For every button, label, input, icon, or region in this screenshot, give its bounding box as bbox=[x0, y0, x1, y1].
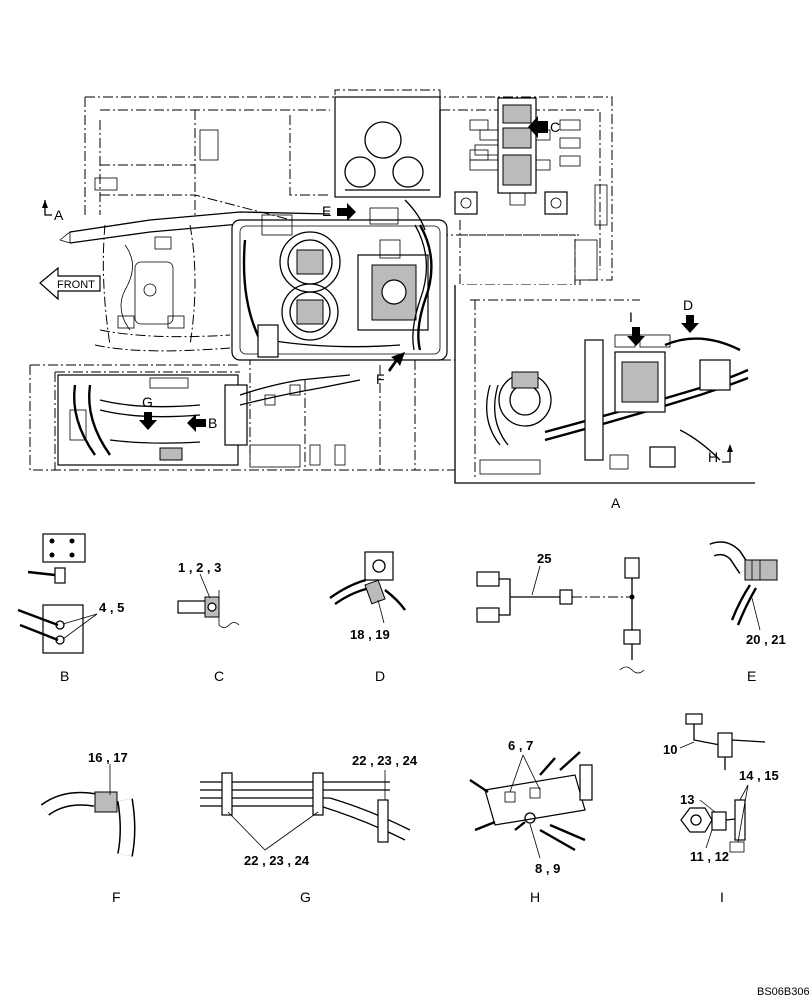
detail-b bbox=[17, 533, 98, 654]
detail-h bbox=[469, 751, 593, 859]
front-label: FRONT bbox=[57, 279, 95, 291]
caption-f: F bbox=[112, 889, 121, 905]
callout-d-18-19: 18 , 19 bbox=[350, 627, 390, 642]
callout-f-16-17: 16 , 17 bbox=[88, 750, 128, 765]
callout-i-13: 13 bbox=[680, 792, 694, 807]
detail-d bbox=[329, 551, 406, 624]
caption-d: D bbox=[375, 668, 385, 684]
callout-i-11-12: 11 , 12 bbox=[690, 849, 729, 864]
svg-text:I: I bbox=[629, 309, 633, 325]
arrow-i: I bbox=[627, 309, 645, 346]
control-valve-top bbox=[469, 97, 551, 206]
callout-h-8-9: 8 , 9 bbox=[535, 861, 560, 876]
figure-code: BS06B306 bbox=[757, 986, 810, 998]
callout-h-6-7: 6 , 7 bbox=[508, 738, 533, 753]
callout-i-14-15: 14 , 15 bbox=[739, 768, 779, 783]
caption-h: H bbox=[530, 889, 540, 905]
detail-i bbox=[679, 713, 766, 853]
svg-text:H: H bbox=[708, 449, 718, 465]
caption-e: E bbox=[747, 668, 756, 684]
detail-f bbox=[40, 764, 136, 857]
svg-text:G: G bbox=[142, 394, 153, 410]
svg-text:B: B bbox=[208, 415, 217, 431]
arrow-f: F bbox=[376, 352, 405, 387]
inset-a bbox=[454, 285, 755, 484]
front-arrow: FRONT bbox=[39, 266, 101, 301]
arrow-c: C bbox=[528, 116, 560, 138]
pump-assembly bbox=[231, 199, 448, 361]
detail-c bbox=[177, 573, 240, 628]
main-frame bbox=[29, 89, 613, 471]
view-a-marker: A bbox=[42, 200, 64, 223]
svg-text:D: D bbox=[683, 297, 693, 313]
svg-text:F: F bbox=[376, 371, 385, 387]
arrow-h-marker: H bbox=[708, 444, 733, 465]
caption-i: I bbox=[720, 889, 724, 905]
caption-b: B bbox=[60, 668, 69, 684]
callout-e-20-21: 20 , 21 bbox=[746, 632, 786, 647]
detail-wire-25 bbox=[476, 557, 645, 674]
caption-g: G bbox=[300, 889, 311, 905]
arrow-g: G bbox=[139, 394, 157, 430]
callout-g-22-23-24-top: 22 , 23 , 24 bbox=[352, 753, 418, 768]
callout-g-22-23-24-bottom: 22 , 23 , 24 bbox=[244, 853, 310, 868]
arrow-b: B bbox=[187, 414, 217, 432]
arrow-d: D bbox=[681, 297, 699, 333]
caption-c: C bbox=[214, 668, 224, 684]
callout-c-1-2-3: 1 , 2 , 3 bbox=[178, 560, 221, 575]
callout-i-10: 10 bbox=[663, 742, 677, 757]
svg-text:A: A bbox=[54, 207, 64, 223]
callout-b-4-5: 4 , 5 bbox=[99, 600, 124, 615]
arrow-e: E bbox=[322, 203, 356, 221]
callout-25: 25 bbox=[537, 551, 551, 566]
svg-text:C: C bbox=[550, 119, 560, 135]
detail-g bbox=[200, 770, 411, 851]
inset-a-caption: A bbox=[611, 495, 621, 511]
svg-text:E: E bbox=[322, 203, 331, 219]
detail-e bbox=[709, 541, 778, 631]
